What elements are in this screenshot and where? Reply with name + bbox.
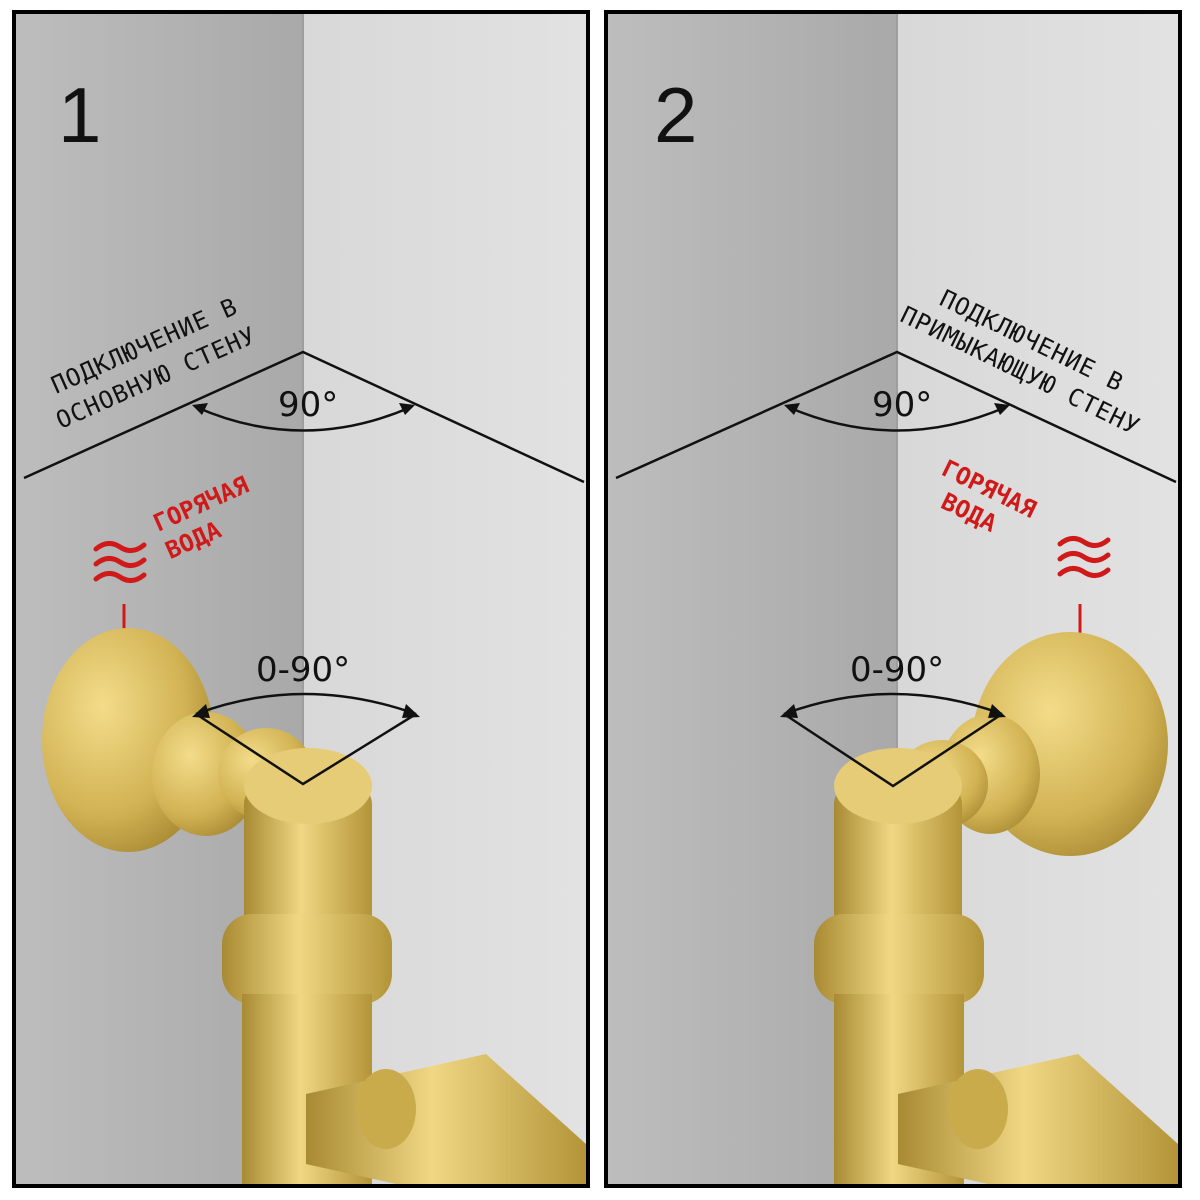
corner-plan-lines (23, 350, 585, 484)
valve-fitting (814, 632, 1178, 1184)
rotation-angle-lines (783, 712, 1003, 788)
rotation-angle-label: 0-90° (850, 650, 944, 690)
union-nut (222, 914, 392, 1004)
branch-cap (356, 1069, 416, 1149)
arrow-head-icon (402, 704, 420, 718)
arrow-head-icon (988, 704, 1006, 718)
arrow-head-icon (192, 403, 208, 415)
panel-adjacent-wall-connection: 2 90° ПОДКЛЮЧЕНИЕ В ПРИМЫКАЮЩУЮ СТЕНУ ГО… (604, 10, 1182, 1188)
corner-angle-arc (195, 405, 412, 432)
panel-number: 2 (654, 71, 697, 159)
arrow-head-icon (399, 403, 415, 415)
panel-main-wall-connection: 1 90° ПОДКЛЮЧЕНИЕ В ОСНОВНУЮ СТЕНУ (12, 10, 590, 1188)
corner-plan-lines (615, 350, 1177, 484)
rotation-angle-arc (195, 692, 417, 716)
arrow-head-icon (994, 403, 1010, 415)
panel-1-illustration: 1 90° ПОДКЛЮЧЕНИЕ В ОСНОВНУЮ СТЕНУ (16, 14, 586, 1184)
rotation-angle-arc (783, 692, 1003, 716)
corner-angle-arc (787, 405, 1007, 432)
heat-waves-icon (93, 541, 147, 583)
arrow-head-icon (192, 704, 210, 718)
arrow-head-icon (780, 704, 798, 718)
corner-angle-label: 90° (278, 385, 338, 425)
panel-2-illustration: 2 90° ПОДКЛЮЧЕНИЕ В ПРИМЫКАЮЩУЮ СТЕНУ ГО… (608, 14, 1178, 1184)
branch-cap (948, 1069, 1008, 1149)
rotation-angle-lines (195, 712, 417, 786)
union-nut (814, 914, 984, 1004)
corner-angle-label: 90° (872, 385, 932, 425)
valve-body (834, 784, 962, 934)
rotation-angle-label: 0-90° (256, 650, 350, 690)
panel-number: 1 (58, 71, 101, 159)
heat-waves-icon (1057, 536, 1111, 578)
arrow-head-icon (784, 403, 800, 415)
valve-fitting (42, 628, 586, 1184)
valve-body (244, 784, 372, 934)
